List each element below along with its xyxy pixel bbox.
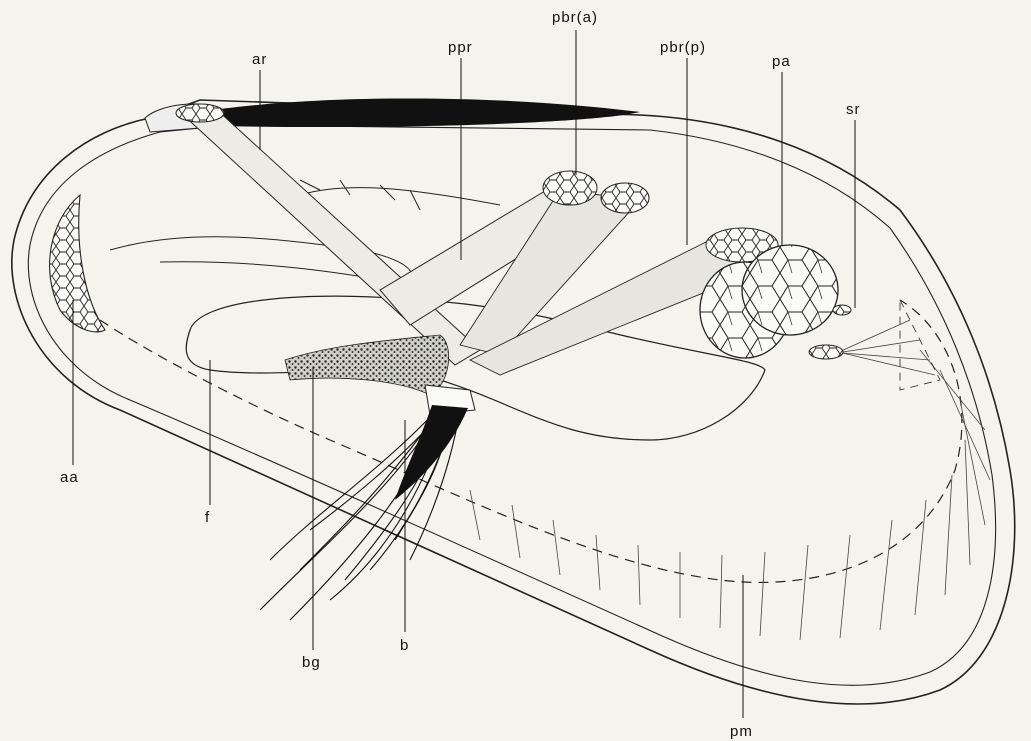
leader-lines: [73, 30, 855, 718]
label-f: f: [205, 509, 210, 526]
label-pbr-a: pbr(a): [552, 9, 598, 26]
label-pbr-p: pbr(p): [660, 39, 706, 56]
label-aa: aa: [60, 469, 79, 486]
posterior-adductor-2: [742, 245, 838, 335]
anterior-adductor: [50, 195, 105, 332]
label-pa: pa: [772, 53, 791, 70]
foot: [186, 296, 765, 440]
pbr-a-scar-2: [601, 183, 649, 213]
label-b: b: [400, 637, 409, 654]
siphonal-retractor-scar-1: [833, 305, 851, 315]
label-bg: bg: [302, 654, 321, 671]
label-ar: ar: [252, 51, 267, 68]
byssus-mass: [395, 405, 468, 500]
pallial-muscle-fibres: [470, 350, 990, 640]
pbr-a-scar-1: [543, 171, 597, 205]
mantle-edge: [28, 125, 995, 685]
label-pm: pm: [730, 723, 753, 740]
shell-outline: [12, 100, 1015, 704]
anterior-retractor-scar: [176, 104, 224, 122]
siphonal-retractor-scar-2: [809, 345, 843, 359]
gut-branches: [300, 180, 500, 210]
label-sr: sr: [846, 101, 861, 118]
label-ppr: ppr: [448, 39, 473, 56]
byssal-gland: [285, 335, 449, 395]
